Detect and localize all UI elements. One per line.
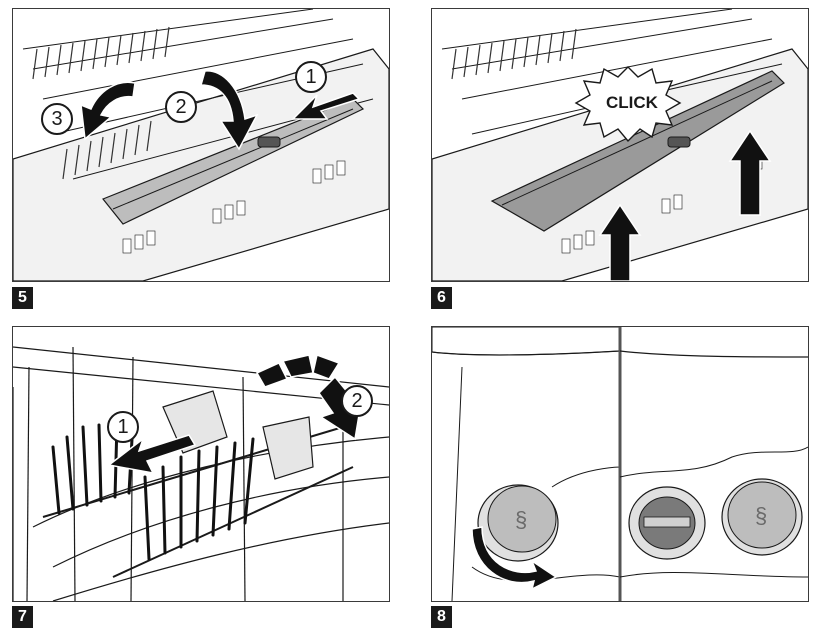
tines-fold-drawing: [13, 346, 389, 601]
click-label: CLICK: [606, 93, 658, 112]
rack-click-drawing: [432, 9, 808, 281]
arrow-2-icon: [255, 354, 365, 441]
rotate-arrow-icon: [471, 526, 558, 591]
arrow-up-left-icon: [598, 203, 642, 281]
callout-number-2: 2: [165, 91, 197, 123]
arrow-1-icon: [107, 434, 197, 475]
salt-symbol-icon: §: [755, 503, 767, 528]
rack-install-drawing: [13, 9, 389, 281]
step-number-5: 5: [12, 287, 33, 309]
step-8-illustration: § §: [431, 326, 809, 602]
step-number-8: 8: [431, 606, 452, 628]
click-burst-icon: [574, 66, 682, 143]
arrow-1-icon: [291, 92, 361, 120]
step-number-7: 7: [12, 606, 33, 628]
salt-cap-drawing: § §: [432, 327, 808, 601]
callout-number-1: 1: [295, 61, 327, 93]
callout-number-3: 3: [41, 103, 73, 135]
salt-symbol-icon: §: [515, 507, 527, 532]
step-5-illustration: 1 2 3: [12, 8, 390, 282]
arrow-2-icon: [200, 70, 259, 151]
step-6-illustration: CLICK: [431, 8, 809, 282]
arrow-up-right-icon: [728, 129, 772, 216]
callout-number-2: 2: [341, 385, 373, 417]
callout-number-1: 1: [107, 411, 139, 443]
arrow-3-icon: [80, 81, 136, 141]
step-7-illustration: 1 2: [12, 326, 390, 602]
step-number-6: 6: [431, 287, 452, 309]
